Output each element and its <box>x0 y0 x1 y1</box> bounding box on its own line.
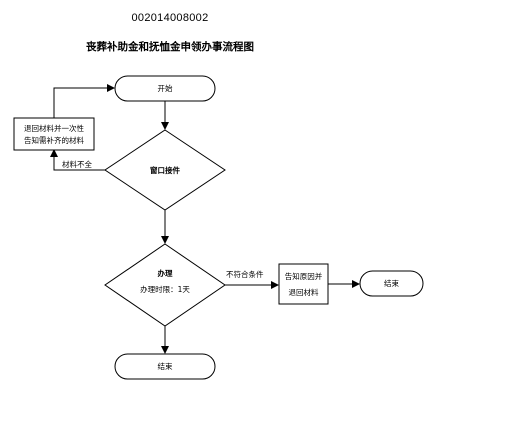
process-title: 办理 <box>158 268 173 278</box>
incomplete-label: 材料不全 <box>62 159 92 169</box>
notify-return-box <box>278 263 329 305</box>
flowchart-title: 丧葬补助金和抚恤金申领办事流程图 <box>86 41 254 53</box>
window-accept-label: 窗口接件 <box>150 165 180 175</box>
return-materials-box <box>13 117 95 151</box>
start-label: 开始 <box>158 83 173 93</box>
end-node-bottom <box>114 353 216 380</box>
process-time: 办理时限：1天 <box>140 284 190 294</box>
not-qualified-label: 不符合条件 <box>226 269 264 279</box>
notify-box-line2: 退回材料 <box>289 287 319 297</box>
return-box-line2: 告知需补齐的材料 <box>24 135 84 145</box>
edge-incomplete-to-return <box>50 149 105 171</box>
end-node-right <box>359 270 424 297</box>
end-bottom-label: 结束 <box>158 361 173 371</box>
end-right-label: 结束 <box>384 278 399 288</box>
document-code: 002014008002 <box>131 12 209 24</box>
edge-return-to-start <box>53 84 115 118</box>
return-box-line1: 退回材料并一次性 <box>24 123 84 133</box>
notify-box-line1: 告知原因并 <box>285 271 323 281</box>
